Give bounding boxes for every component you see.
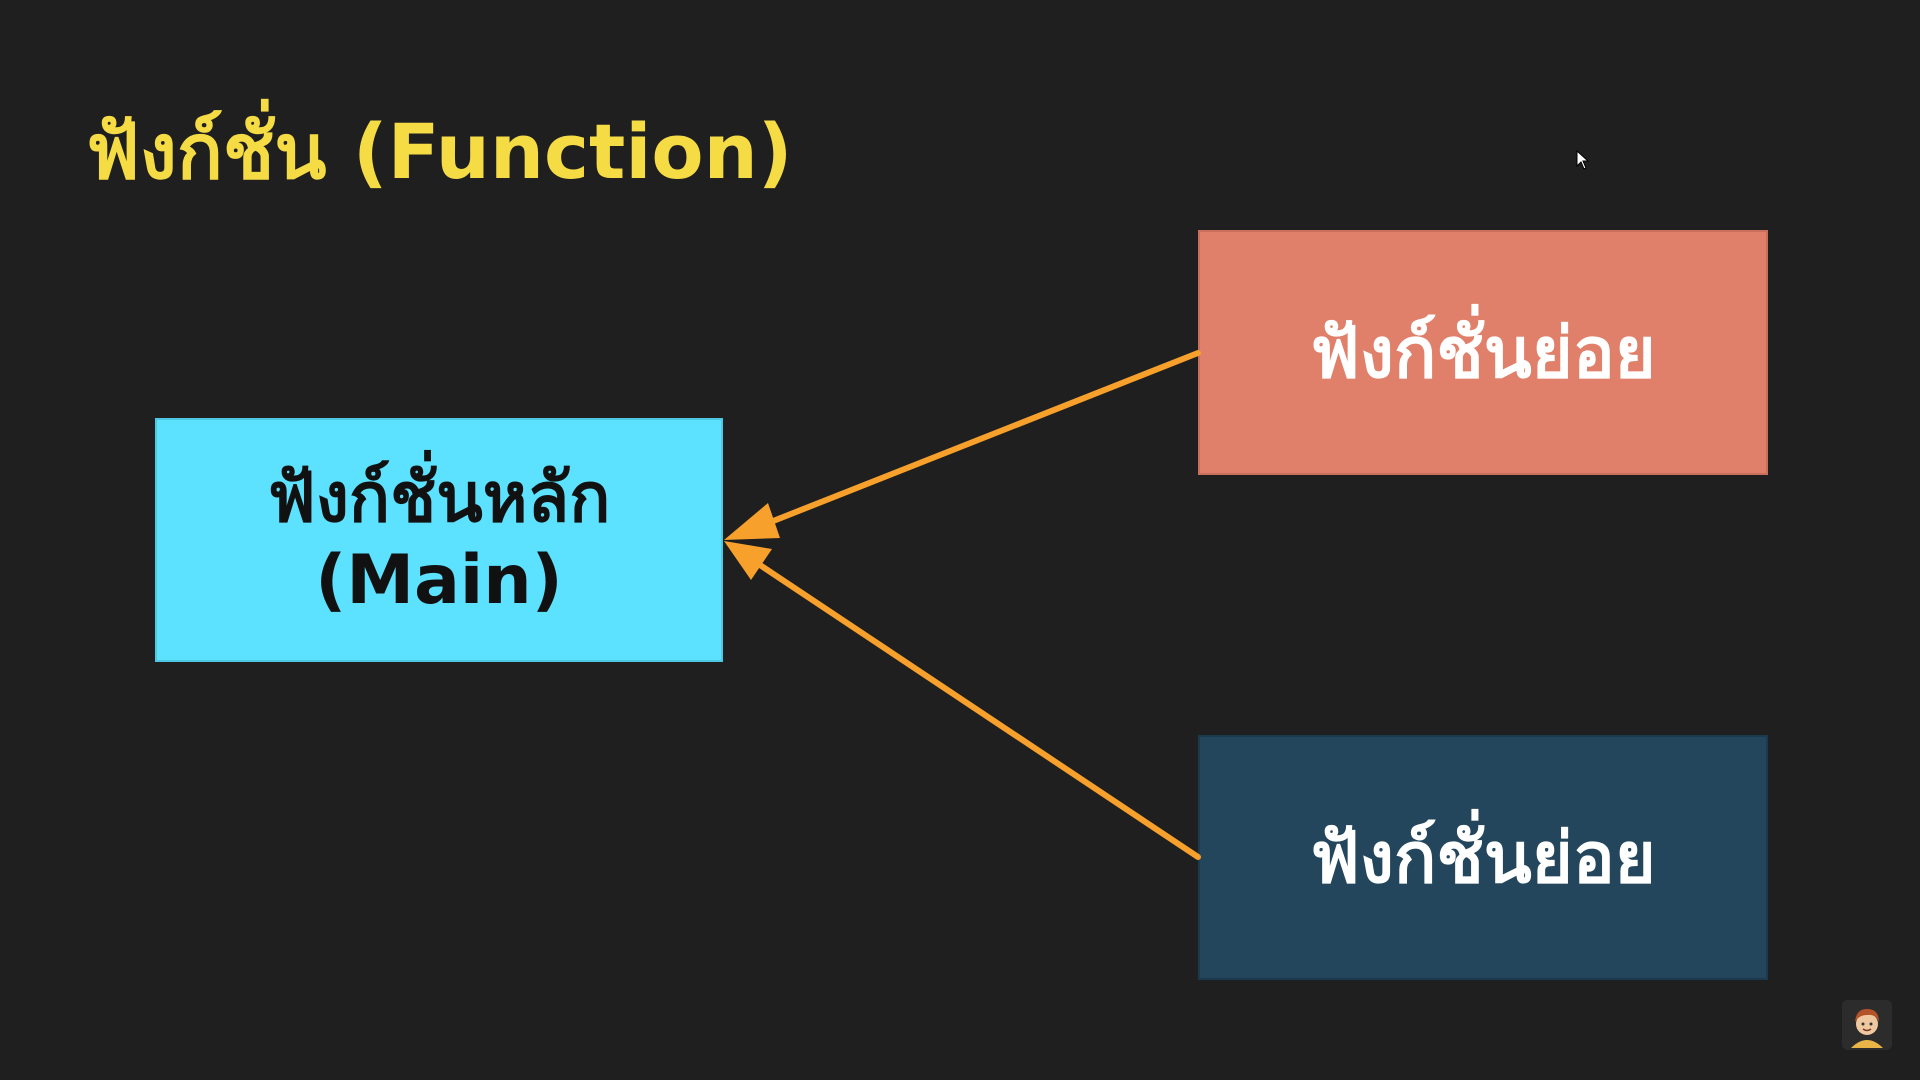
slide-title: ฟังก์ชั่น (Function) bbox=[86, 107, 793, 196]
arrowhead-bottom bbox=[724, 541, 772, 580]
arrowhead-top bbox=[724, 503, 780, 540]
main-function-box: ฟังก์ชั่นหลัก (Main) bbox=[155, 418, 723, 662]
main-function-label: ฟังก์ชั่นหลัก bbox=[267, 459, 611, 539]
sub-function-label-top: ฟังก์ชั่นย่อย bbox=[1310, 311, 1656, 394]
presenter-avatar-icon bbox=[1842, 1000, 1892, 1050]
sub-function-label-bottom: ฟังก์ชั่นย่อย bbox=[1310, 816, 1656, 899]
sub-function-box-bottom: ฟังก์ชั่นย่อย bbox=[1198, 735, 1768, 980]
mouse-pointer-icon bbox=[1576, 150, 1590, 170]
main-function-sublabel: (Main) bbox=[315, 541, 563, 620]
sub-function-box-top: ฟังก์ชั่นย่อย bbox=[1198, 230, 1768, 475]
arrow-top-to-main bbox=[755, 350, 1201, 530]
arrow-bottom-to-main bbox=[754, 560, 1201, 860]
